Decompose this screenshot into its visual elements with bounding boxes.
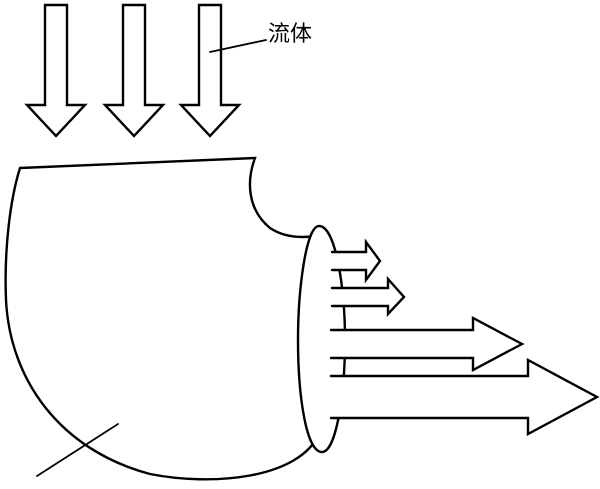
outgoing-arrow-2 <box>330 275 406 318</box>
body-pointer-line <box>36 423 119 477</box>
outgoing-arrow-4 <box>329 357 600 437</box>
outgoing-arrow-3 <box>329 316 525 372</box>
body-outline <box>4 156 322 481</box>
outgoing-arrow-1 <box>330 238 382 284</box>
fluid-label-leader-line <box>209 39 267 53</box>
fluid-label: 流体 <box>268 22 313 47</box>
incoming-arrow-right <box>178 3 242 138</box>
outgoing-flow-arrows <box>329 238 600 437</box>
incoming-flow-arrows <box>24 3 242 138</box>
incoming-arrow-left <box>24 3 88 138</box>
incoming-arrow-middle <box>102 3 166 138</box>
